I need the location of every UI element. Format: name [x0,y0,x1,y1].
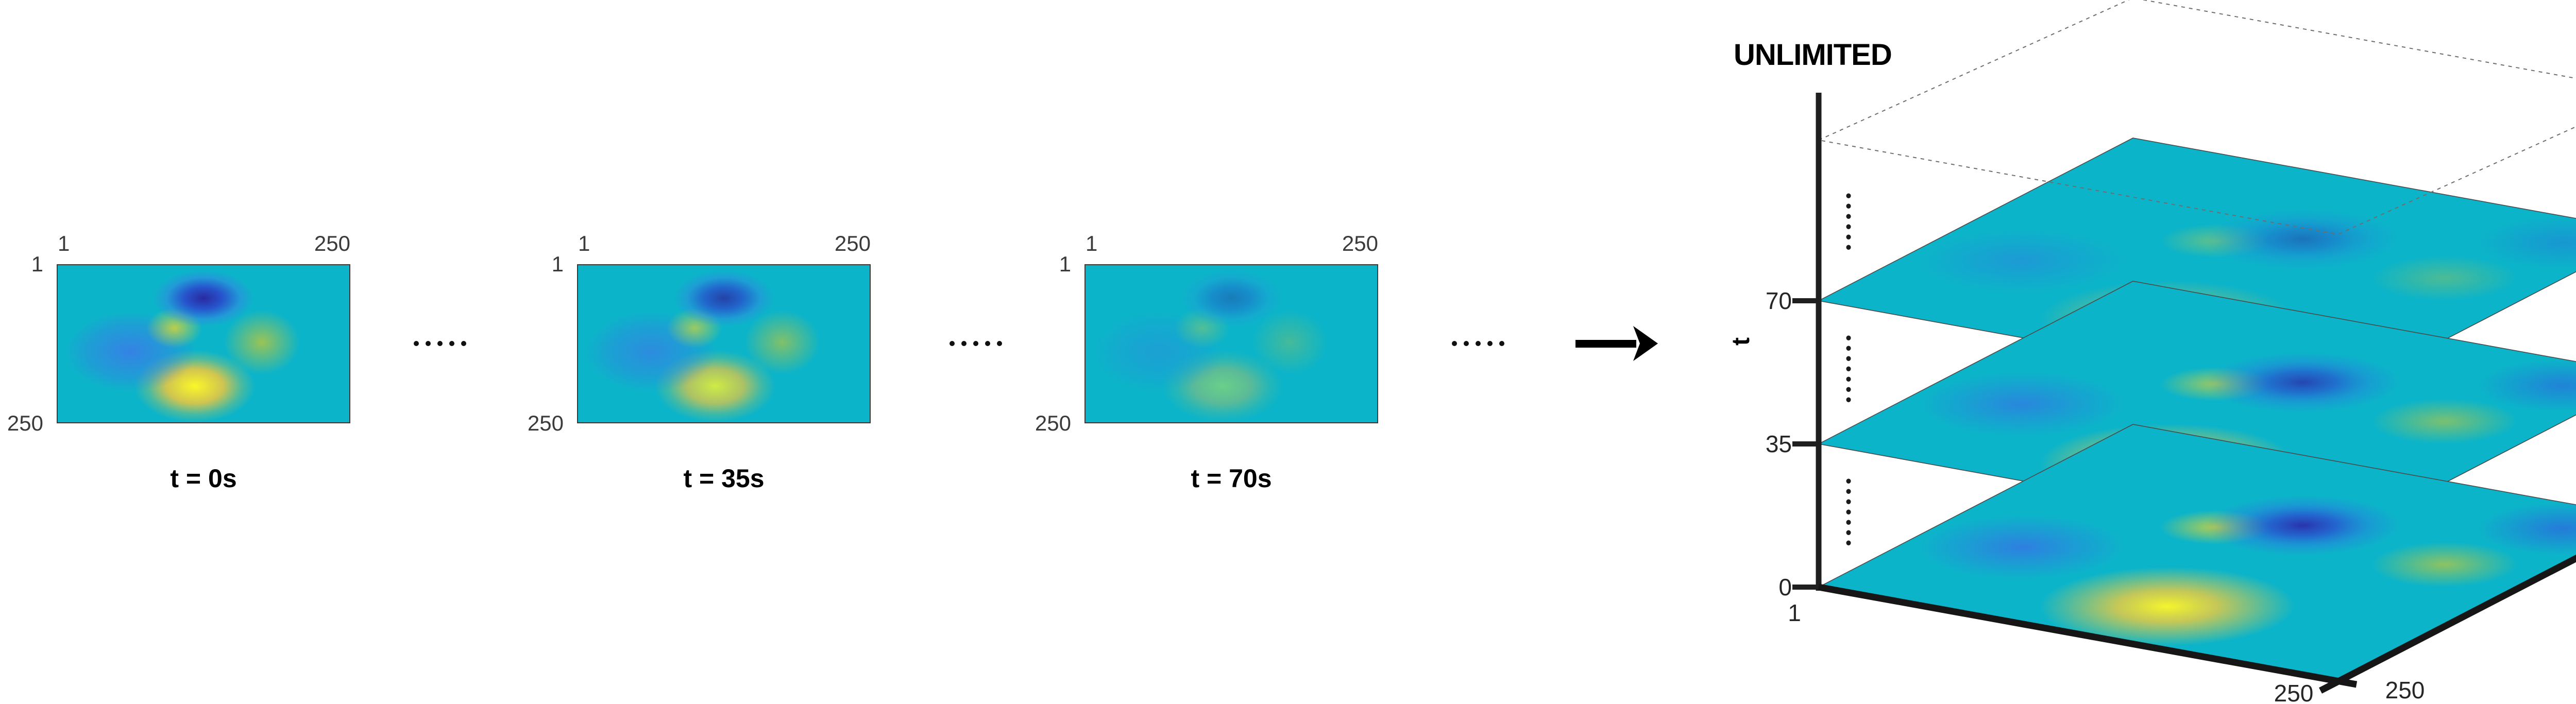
heatmap-t0-blobs [58,265,349,422]
flow-arrow-icon [1575,326,1658,361]
t-axis-ticks [1792,298,1820,590]
row-axis-first: 1 [1788,599,1801,626]
t-axis-label: t [1727,337,1755,346]
heatmap-panel-t0: 1 250 1 250 t = 0s [7,231,350,493]
axis-tick: 1 [31,252,43,276]
axis-tick: 250 [314,231,350,255]
ellipsis-dots [414,341,466,346]
axis-tick: 250 [7,411,43,435]
axis-tick: 1 [1059,252,1071,276]
ellipsis-dots [1452,341,1504,346]
axis-tick: 1 [551,252,564,276]
axis-tick: 1 [1086,231,1098,255]
row-axis-line [1818,583,2358,688]
heatmap-t35 [577,264,871,423]
axis-tick: 1 [58,231,70,255]
dashed-unlimited-plane [1817,0,2576,235]
heatmap-panel-t70: 1 250 1 250 t = 70s [1035,231,1378,493]
t-tick-35: 35 [1766,431,1792,457]
stack-3d-plot: UNLIMITED t 70 35 0 1 250 250 1 [1726,0,2576,704]
heatmap-t35-blobs [578,265,870,422]
panel-caption-t0: t = 0s [170,464,237,493]
axis-tick: 250 [527,411,564,435]
t-tick-0: 0 [1778,574,1792,600]
row-axis-last: 250 [2274,680,2314,704]
panel-caption-t70: t = 70s [1191,464,1272,493]
col-axis-line [2319,554,2576,694]
axis-tick: 250 [1035,411,1071,435]
unlimited-label: UNLIMITED [1734,38,1892,72]
panel-caption-t35: t = 35s [683,464,765,493]
t-tick-70: 70 [1766,287,1792,314]
ellipsis-dots [950,341,1002,346]
heatmap-t70 [1084,264,1378,423]
axis-tick: 250 [1342,231,1378,255]
axis-tick: 1 [578,231,590,255]
heatmap-t70-blobs [1086,265,1377,422]
heatmap-t0 [57,264,350,423]
axis-tick: 250 [834,231,871,255]
col-axis-near: 250 [2385,677,2425,703]
heatmap-panel-t35: 1 250 1 250 t = 35s [528,231,871,493]
vertical-ellipsis-dots [1846,193,1851,546]
